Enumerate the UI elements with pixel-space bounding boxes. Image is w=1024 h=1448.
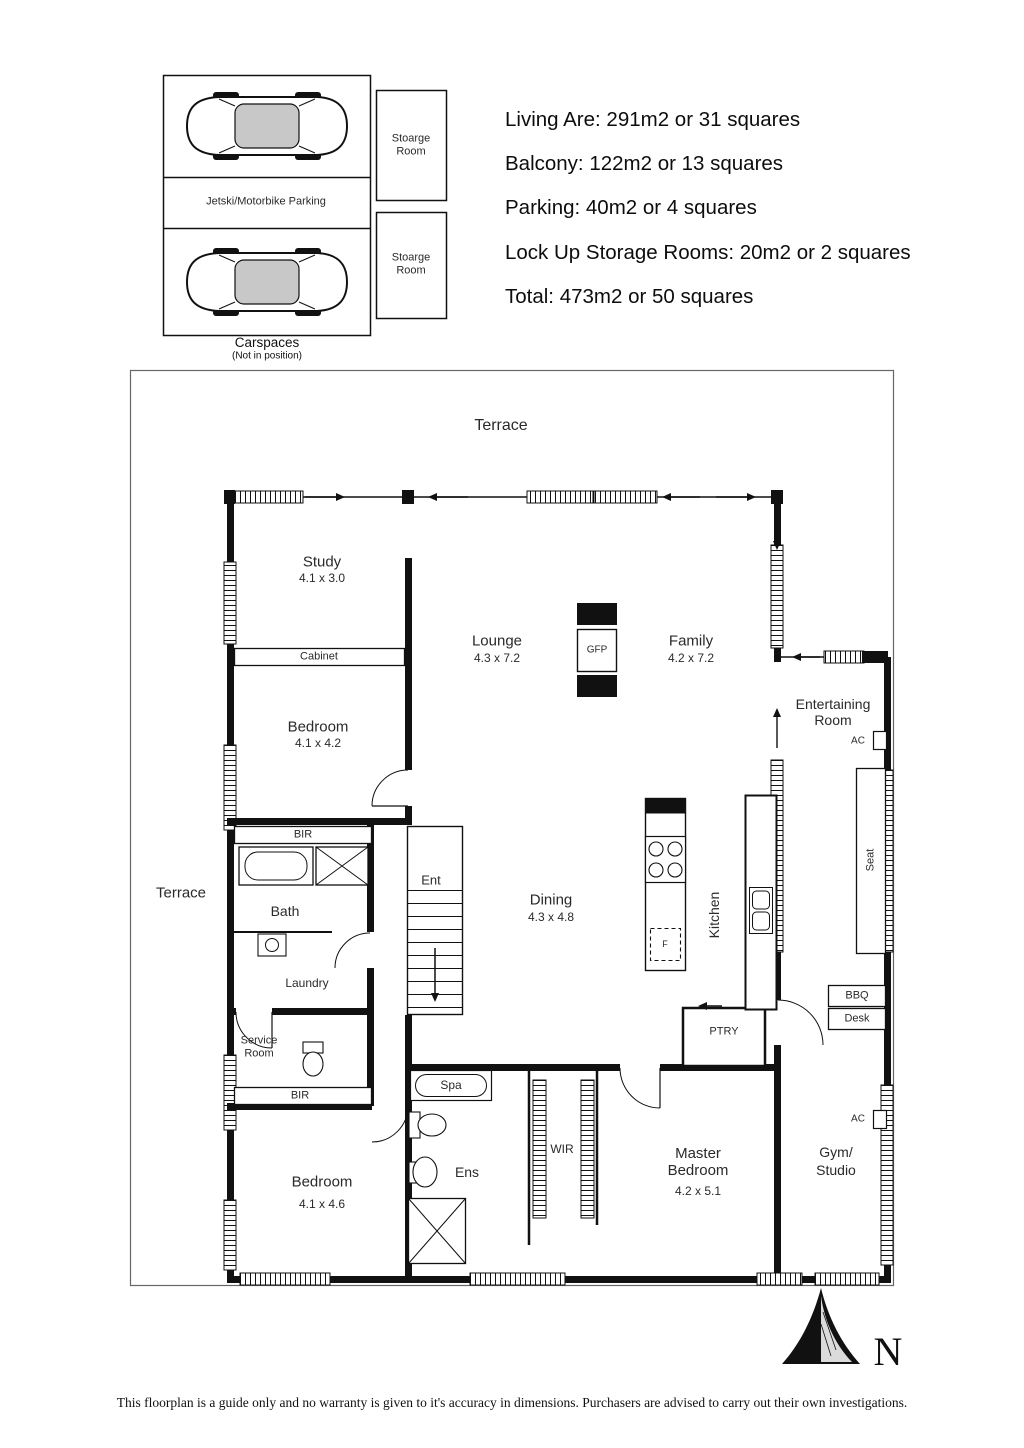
storage-room-label-1: Stoarge Room [391,132,431,157]
gfp-label: GFP [586,644,608,656]
wir-label: WIR [550,1142,574,1157]
summary-balcony: Balcony: 122m2 or 13 squares [505,152,784,175]
carspaces-diagram [162,74,448,337]
desk-label: Desk [844,1012,870,1025]
room-dims-lounge: 4.3 x 7.2 [473,651,521,666]
desk-box [827,1007,887,1031]
spa-label: Spa [440,1078,462,1093]
room-label-bedroom2: Bedroom [291,1173,353,1191]
carspaces-caption: Carspaces [234,335,300,351]
room-label-bedroom1: Bedroom [287,718,349,736]
ptry-label: PTRY [709,1025,739,1038]
bir-strip-upper [233,825,373,845]
room-label-master: Master Bedroom [667,1144,729,1179]
ac-label-upper: AC [851,735,865,747]
pantry-box [681,1006,767,1068]
room-label-ens: Ens [454,1163,480,1180]
summary-living-area: Living Are: 291m2 or 31 squares [505,108,801,131]
north-compass-icon [782,1288,860,1364]
toilet-ensuite [408,1111,447,1139]
bbq-box [827,984,887,1008]
summary-total: Total: 473m2 or 50 squares [505,285,754,308]
car-top-view-1 [186,91,348,161]
room-label-gym-line2: Studio [816,1161,856,1178]
plan-walls [223,490,894,1286]
terrace-top-label: Terrace [474,416,528,434]
storage-room-box-1 [375,89,448,202]
room-label-bath: Bath [270,902,300,919]
seat-label: Seat [864,848,877,872]
room-label-kitchen: Kitchen [705,891,722,939]
fireplace-gfp [576,603,618,697]
bbq-label: BBQ [845,989,869,1002]
room-label-dining: Dining [529,891,573,909]
summary-storage: Lock Up Storage Rooms: 20m2 or 2 squares [505,241,911,264]
room-dims-family: 4.2 x 7.2 [667,651,715,666]
disclaimer-text: This floorplan is a guide only and no wa… [116,1395,908,1410]
storage-room-box-2 [375,211,448,320]
wardrobe-right [580,1079,595,1219]
wardrobe-left [532,1079,547,1219]
fridge-label: F [662,938,668,949]
room-label-service: Service Room [240,1034,278,1059]
summary-parking: Parking: 40m2 or 4 squares [505,196,757,219]
car-top-view-2 [186,247,348,317]
ac-box-lower [872,1109,888,1130]
kitchen-island [744,794,778,1011]
laundry-sink [257,933,287,957]
room-dims-bedroom1: 4.1 x 4.2 [294,736,342,751]
cabinet-label: Cabinet [300,650,338,663]
carspaces-note: (Not in position) [231,350,303,362]
room-label-laundry: Laundry [285,976,329,991]
room-dims-study: 4.1 x 3.0 [298,571,346,586]
room-dims-bedroom2: 4.1 x 4.6 [298,1197,346,1212]
fridge-box [649,927,682,962]
cabinet-strip [233,647,406,667]
toilet-service [302,1041,324,1077]
storage-room-label-2: Stoarge Room [391,251,431,276]
fixtures [233,603,888,1265]
basin-ensuite [408,1156,438,1188]
terrace-left-label: Terrace [155,884,207,902]
seat-bench [855,767,887,955]
shower-bath [315,846,369,886]
room-label-family: Family [668,632,714,650]
room-dims-master: 4.2 x 5.1 [674,1184,722,1199]
stairs [406,825,464,1016]
ac-label-lower: AC [851,1113,865,1125]
bathtub [238,846,314,886]
kitchen-bench [644,797,687,972]
room-label-gym-line1: Gym/ [819,1143,853,1160]
spa-bath [409,1069,493,1102]
north-label: N [873,1329,903,1374]
bir-label-upper: BIR [293,828,313,841]
jetski-parking-label: Jetski/Motorbike Parking [206,195,326,208]
bir-label-lower: BIR [290,1089,310,1102]
ent-label: Ent [421,872,441,888]
shower-ensuite [407,1197,467,1265]
room-label-study: Study [302,553,342,571]
room-label-entertaining: Entertaining Room [795,695,871,728]
room-dims-dining: 4.3 x 4.8 [527,910,575,925]
room-label-lounge: Lounge [471,632,523,650]
ac-box-upper [872,730,888,751]
direction-arrows [305,493,820,1010]
bir-strip-lower [233,1086,373,1106]
